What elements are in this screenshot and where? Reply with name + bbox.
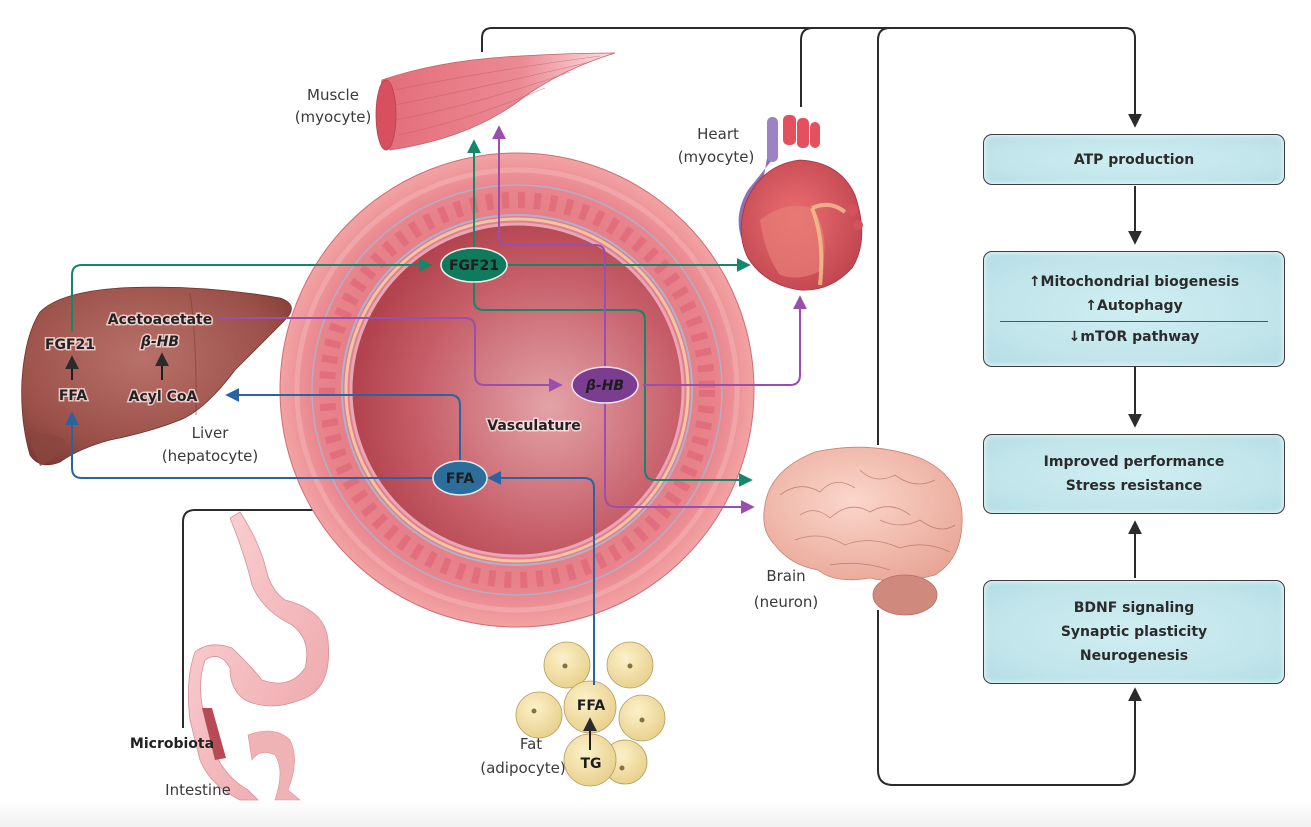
outcome-mito-line-2: ↑Autophagy [1085,297,1183,314]
ffa-to-liver-ffa [65,411,432,479]
bhb-oval-label: β-HB [585,378,624,394]
ffa-pathway [65,388,595,685]
muscle-illustration [375,52,616,151]
heart-cell-label: (myocyte) [678,148,755,166]
liver-cell-label: (hepatocyte) [162,447,258,465]
connector-heart [800,27,814,107]
muscle-cell-label: (myocyte) [295,108,372,126]
fat-label: Fat [520,735,542,753]
muscle-label: Muscle [307,86,359,104]
fat-illustration [515,641,666,787]
intestine-label: Intestine [165,781,231,799]
outcome-box-bdnf: BDNF signaling Synaptic plasticity Neuro… [983,580,1285,684]
liver-label: Liver [192,424,230,442]
fgf21-oval: FGF21 [440,247,508,283]
liver-ffa-label: FFA [59,388,88,404]
ffa-to-acyl-coa [225,388,461,462]
outcome-bdnf-line-1: BDNF signaling [1073,600,1195,616]
ffa-oval: FFA [432,460,488,496]
bhb-pathway [218,125,807,514]
black-connector-lines [182,27,1142,786]
microbiota-label: Microbiota [130,736,214,752]
fgf21-oval-label: FGF21 [449,258,499,274]
liver-illustration [21,286,292,466]
brain-cell-label: (neuron) [754,593,818,611]
heart-illustration [738,115,863,291]
outcome-box-performance: Improved performance Stress resistance [983,434,1285,514]
connector-brain-vertical [877,27,891,445]
outcome-box-mitochondrial: ↑Mitochondrial biogenesis ↑Autophagy ↓mT… [983,251,1285,367]
fgf21-to-brain [473,282,753,487]
outcome-bdnf-line-2: Synaptic plasticity [1060,624,1208,640]
fgf21-liver-to-vasculature [71,258,433,332]
fat-cell-label: (adipocyte) [480,759,566,777]
liver-fgf21-label: FGF21 [45,337,95,353]
bhb-to-muscle [492,125,606,368]
vasculature-illustration [279,152,755,628]
outcome-mito-line-1: ↑Mitochondrial biogenesis [1028,273,1240,290]
connector-microbiota-to-vasculature [182,503,528,728]
outcome-mito-divider [1000,320,1268,322]
connector-muscle-to-atp [481,27,1142,128]
connector-brain-to-bdnf [877,610,1142,786]
outcome-bdnf-line-3: Neurogenesis [1079,648,1189,664]
brain-illustration [763,446,963,616]
ffa-fat-to-vasculature [487,471,595,685]
acetoacetate-to-bhb [218,317,563,392]
outcome-mito-line-3: ↓mTOR pathway [1068,328,1200,345]
heart-label: Heart [697,125,739,143]
intestine-illustration [187,511,330,801]
fgf21-pathway [71,139,753,487]
bhb-to-heart [643,295,807,386]
outcome-box-atp: ATP production [983,134,1285,185]
outcome-atp-line: ATP production [1073,151,1195,168]
outcome-performance-line-1: Improved performance [1043,454,1225,470]
liver-internal-arrows [65,352,169,380]
ffa-oval-label: FFA [446,471,475,487]
fat-ffa-label: FFA [577,698,606,714]
outcome-performance-line-2: Stress resistance [1065,478,1203,494]
bhb-to-brain [604,402,755,514]
vasculature-label: Vasculature [487,418,580,434]
liver-bhb-label: β-HB [140,334,179,350]
bhb-oval: β-HB [571,366,639,404]
page-footer-band [0,800,1311,827]
fat-tg-label: TG [580,756,601,772]
liver-acyl-coa-label: Acyl CoA [129,389,198,405]
brain-label: Brain [766,567,805,585]
liver-acetoacetate-label: Acetoacetate [108,312,213,328]
